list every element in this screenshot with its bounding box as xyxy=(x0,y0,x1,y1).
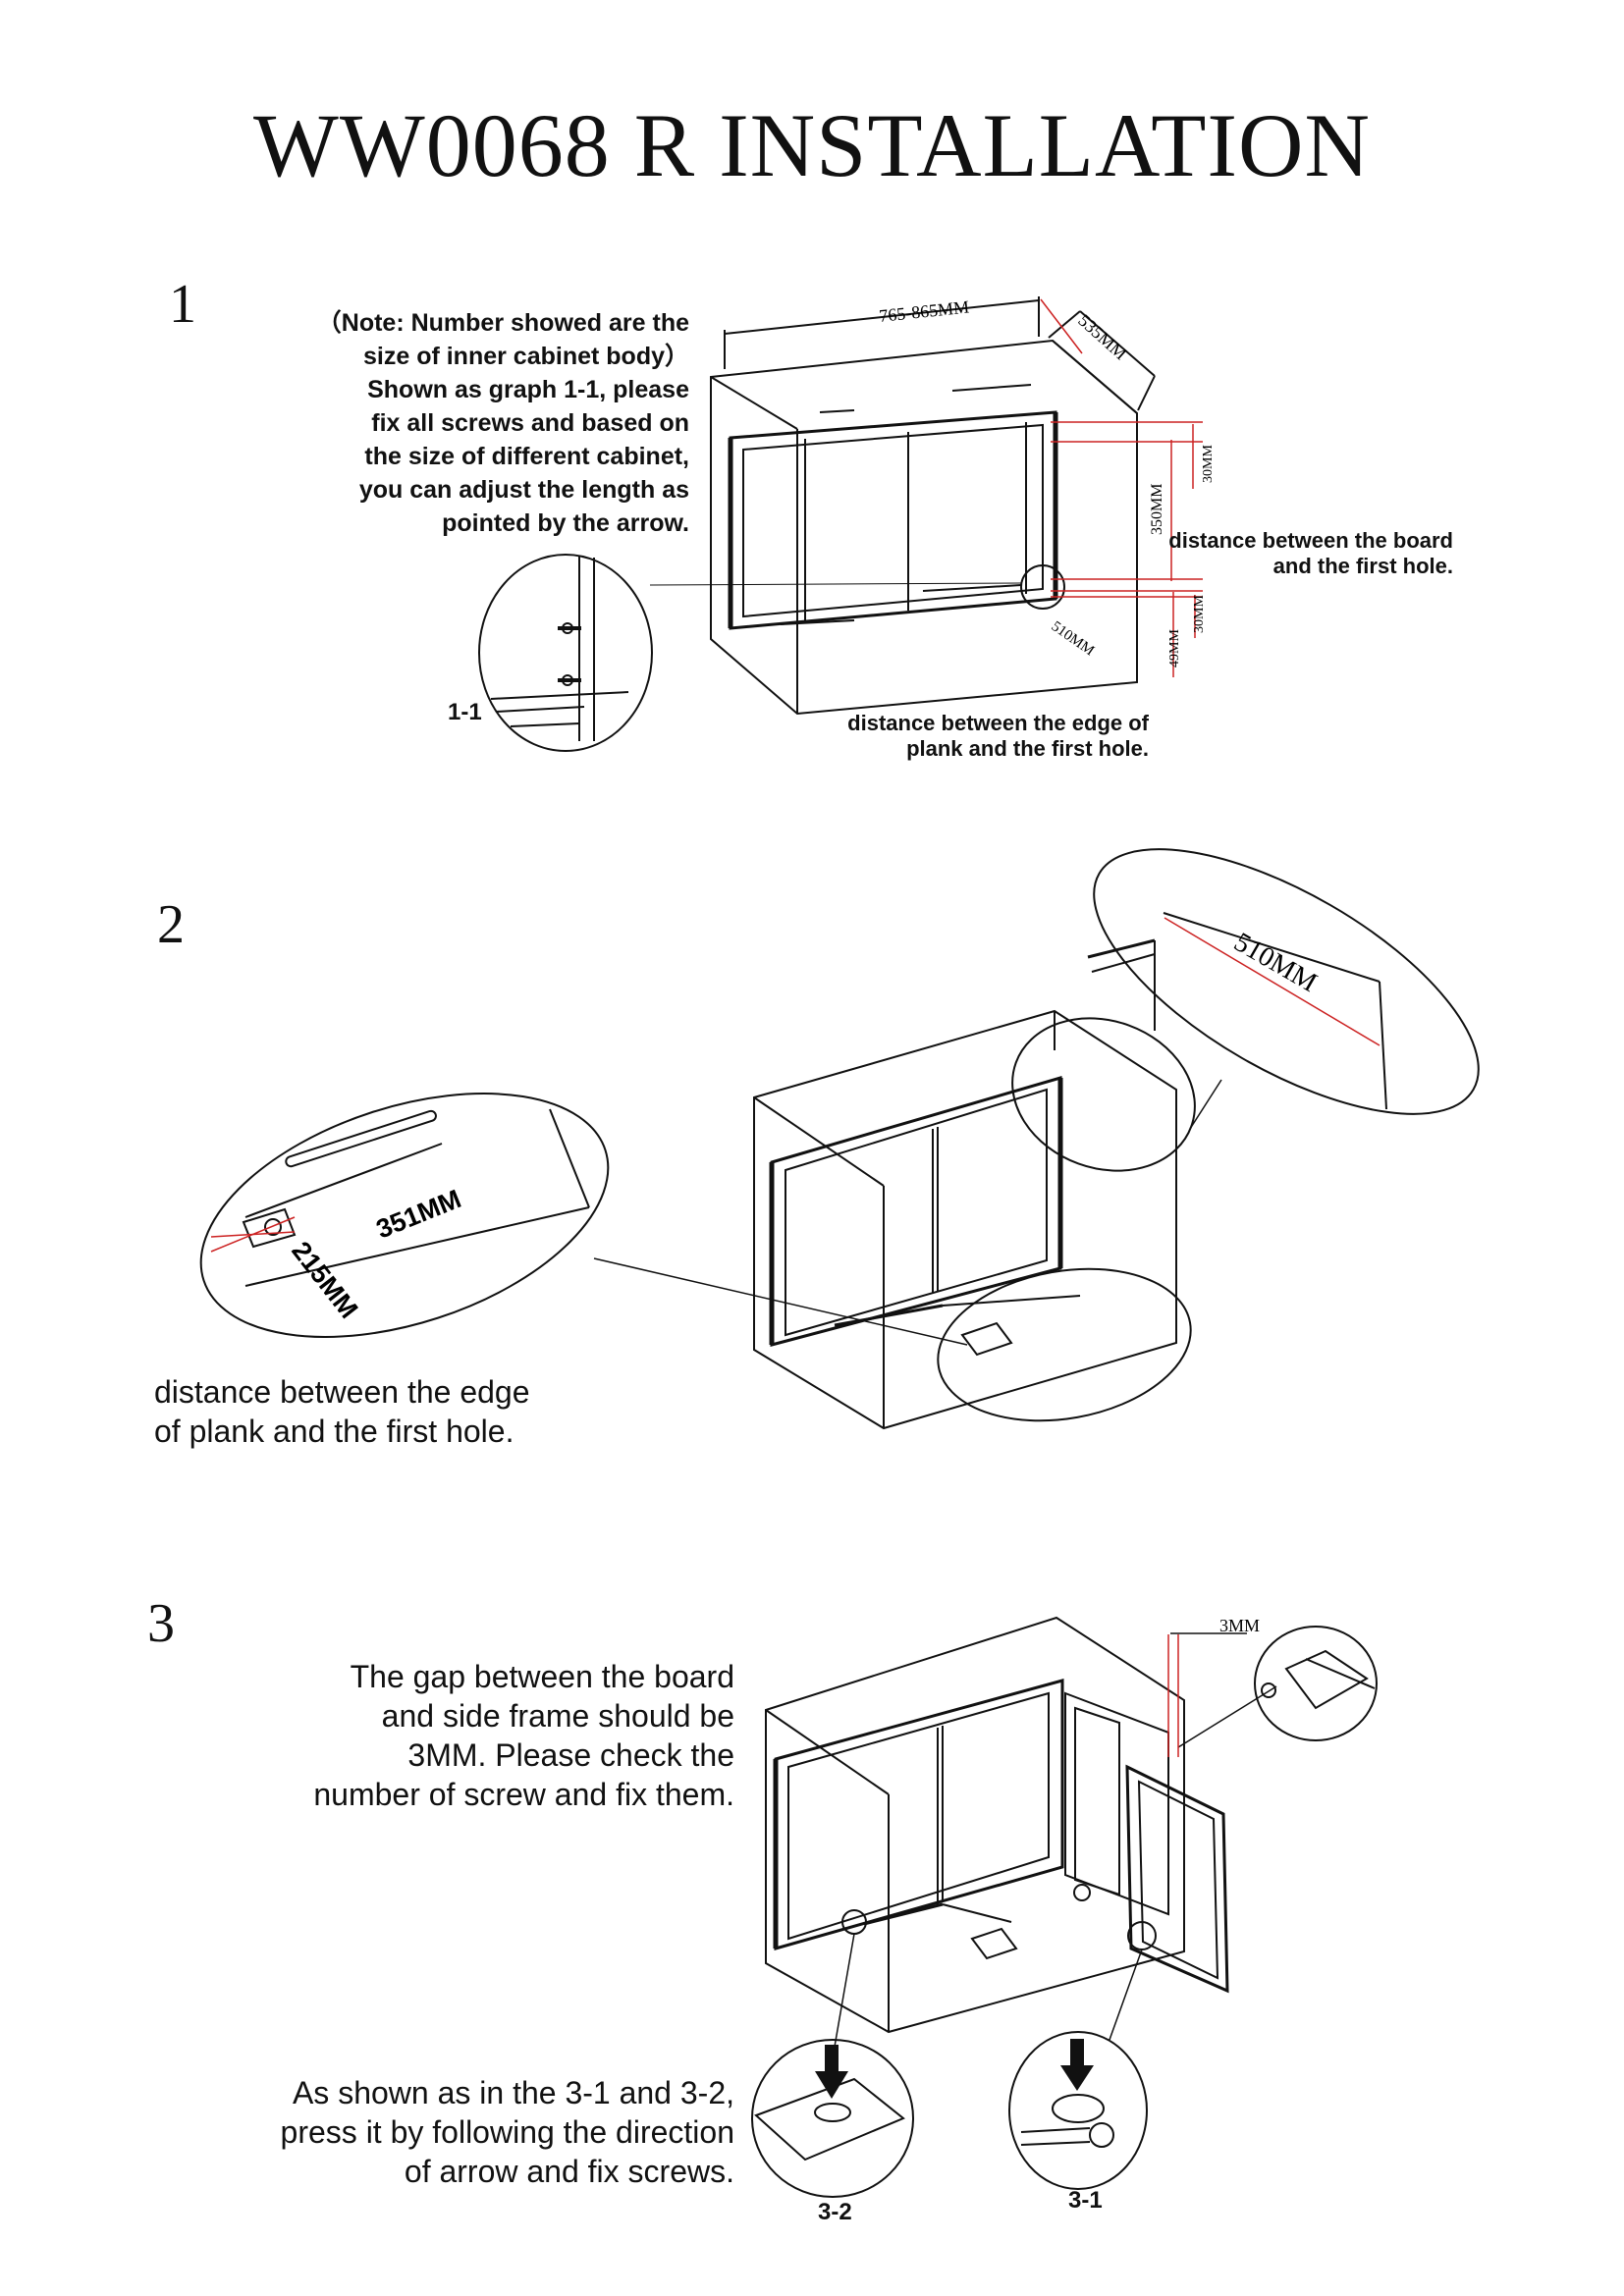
detail-label-1-1: 1-1 xyxy=(448,699,482,725)
zoom-3-2 xyxy=(751,2039,914,2198)
zoom-3-1 xyxy=(1008,2031,1148,2190)
step-number-2: 2 xyxy=(157,894,185,955)
dim-height: 350MM xyxy=(1149,484,1165,535)
dimension-lines-3 xyxy=(1167,1634,1179,1757)
detail-label-3-2: 3-2 xyxy=(818,2199,852,2225)
cabinet-outline-3 xyxy=(765,1616,1185,2034)
dim-top-offset: 30MM xyxy=(1201,445,1216,483)
step1-note: （Note: Number showed are the size of inn… xyxy=(316,309,689,537)
zoom-rail-depth xyxy=(1093,848,1480,1115)
door-panel xyxy=(1125,1764,1229,1994)
step-number-1: 1 xyxy=(169,274,196,335)
step-number-3: 3 xyxy=(147,1593,175,1654)
arrow-down-icon xyxy=(825,2045,839,2074)
dim-bottom-total: 49MM xyxy=(1167,629,1182,667)
zoom-hinge xyxy=(1254,1626,1378,1741)
dimension-lines-2 xyxy=(210,917,1380,1253)
page-title: WW0068 R INSTALLATION xyxy=(253,95,1371,195)
detail-label-3-1: 3-1 xyxy=(1068,2187,1103,2214)
dim-bottom-offset: 30MM xyxy=(1192,595,1207,633)
zoom-hole-position xyxy=(199,1093,610,1338)
step3-press-text: As shown as in the 3-1 and 3-2, press it… xyxy=(280,2075,734,2189)
step2-caption: distance between the edge of plank and t… xyxy=(154,1374,530,1449)
press-arrows xyxy=(815,2039,1094,2099)
step3-gap-text: The gap between the board and side frame… xyxy=(313,1659,734,1812)
dimension-lines xyxy=(1040,298,1203,677)
dim-gap: 3MM xyxy=(1219,1616,1260,1635)
callout-board-hole: distance between the board and the first… xyxy=(1168,528,1453,578)
callout-edge-hole: distance between the edge of plank and t… xyxy=(847,711,1149,761)
arrow-down-icon xyxy=(1070,2039,1084,2068)
detail-1-1 xyxy=(478,554,1022,752)
